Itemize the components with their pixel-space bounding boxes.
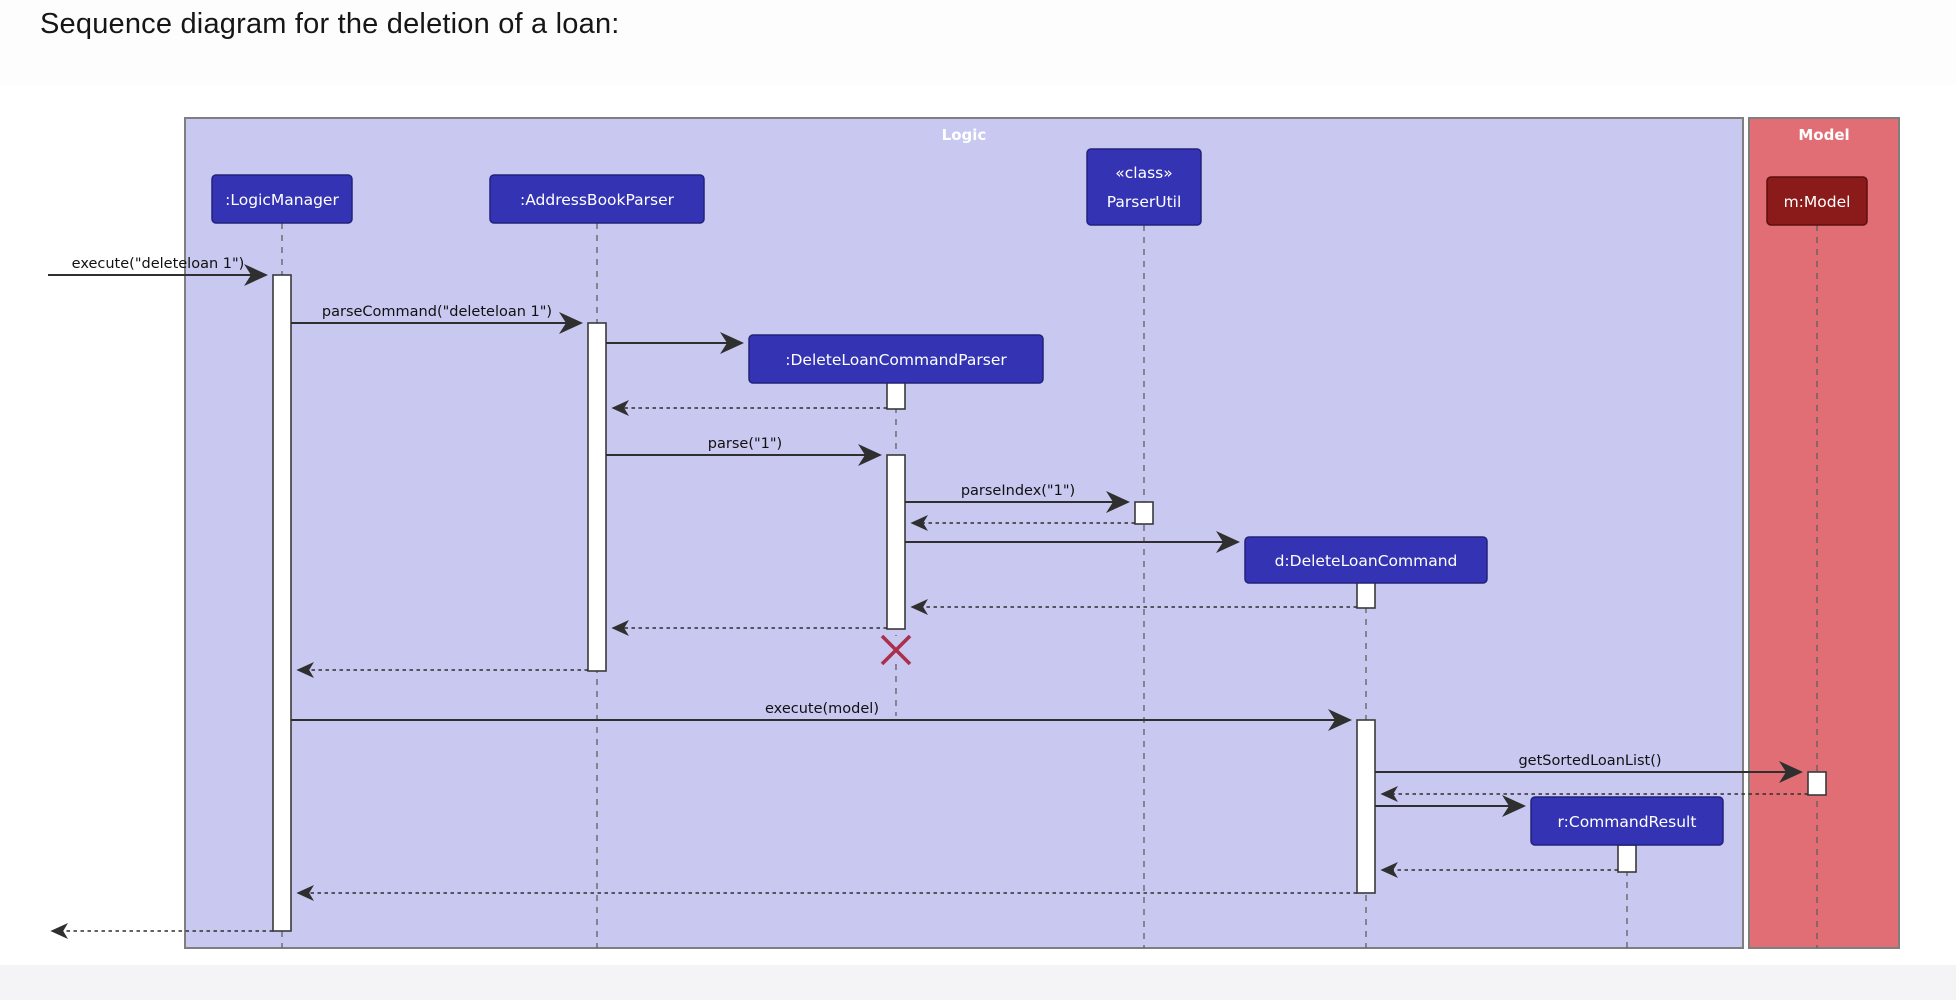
svg-text:r:CommandResult: r:CommandResult [1558,813,1697,831]
activation-addressbookparser [587,322,607,672]
participant-commandresult: r:CommandResult [1530,796,1724,846]
svg-text::AddressBookParser: :AddressBookParser [520,191,675,209]
svg-text::LogicManager: :LogicManager [225,191,339,209]
participant-deleteloancommand: d:DeleteLoanCommand [1244,536,1488,584]
svg-text:d:DeleteLoanCommand: d:DeleteLoanCommand [1275,552,1458,570]
participant-parserutil: «class» ParserUtil [1086,148,1202,226]
message-parsecommand-label: parseCommand("deleteloan 1") [322,304,552,320]
activation-commandresult [1617,844,1637,873]
message-executemodel-label: execute(model) [765,701,879,717]
svg-text:m:Model: m:Model [1784,193,1851,211]
activation-dlcommand-execute [1356,719,1376,894]
activation-dlcparser-create [886,381,906,410]
activation-logicmanager [272,274,292,932]
logic-frame-label: Logic [942,126,987,144]
participant-model: m:Model [1766,176,1868,226]
sequence-diagram: Logic Model execute("deleteloan 1") pars… [0,85,1956,965]
activation-dlcommand-create [1356,581,1376,609]
model-frame [1748,117,1900,949]
activation-parserutil [1134,501,1154,525]
activation-model [1807,771,1827,796]
message-getsortedloanlist-label: getSortedLoanList() [1518,753,1661,769]
model-frame-label: Model [1798,126,1849,144]
participant-addressbookparser: :AddressBookParser [489,174,705,224]
svg-text::DeleteLoanCommandParser: :DeleteLoanCommandParser [785,351,1007,369]
participant-logicmanager: :LogicManager [211,174,353,224]
message-parse-label: parse("1") [708,436,782,452]
activation-dlcparser-parse [886,454,906,630]
message-parseindex-label: parseIndex("1") [961,483,1075,499]
svg-text:«class»: «class» [1115,164,1172,182]
page-footer-strip [0,965,1956,1000]
message-execute-label: execute("deleteloan 1") [72,256,245,272]
page-title: Sequence diagram for the deletion of a l… [40,8,620,40]
svg-text:ParserUtil: ParserUtil [1107,193,1182,211]
participant-deleteloancommandparser: :DeleteLoanCommandParser [748,334,1044,384]
destroy-x-icon [880,634,912,666]
logic-frame [184,117,1744,949]
